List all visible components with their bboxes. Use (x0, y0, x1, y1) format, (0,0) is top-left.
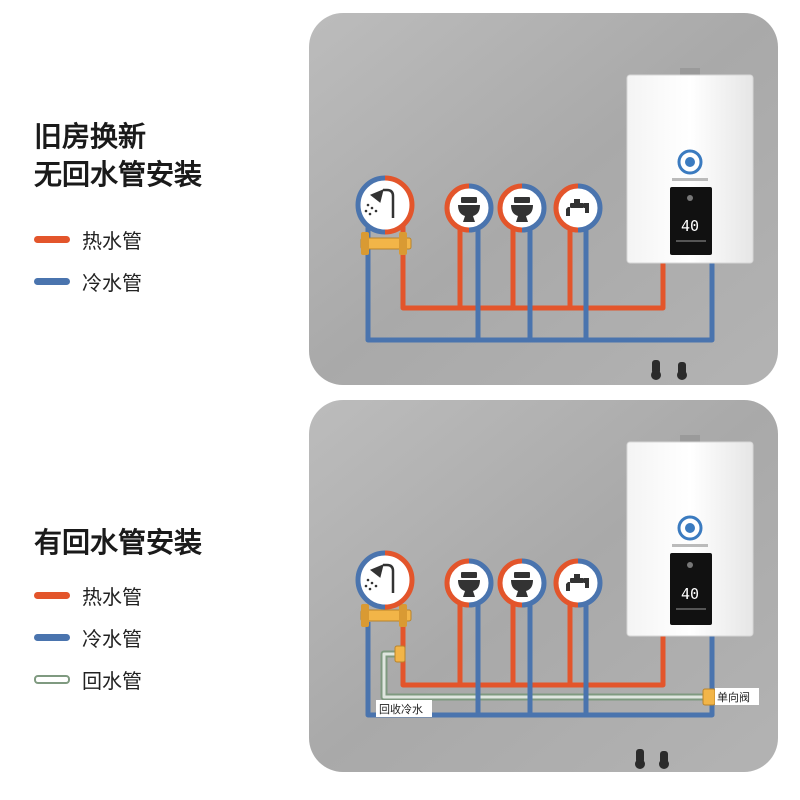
faucet-icon (566, 199, 589, 216)
panel-no-return: 旧房换新 无回水管安装 热水管 冷水管 (34, 13, 778, 385)
shower-icon (364, 188, 395, 218)
legend: 热水管 冷水管 回水管 (34, 574, 142, 700)
piping-diagram: 回收冷水 单向阀 40 (309, 400, 778, 772)
fixture-toilet (497, 183, 547, 233)
return-tee (394, 645, 406, 663)
return-pipe (380, 650, 706, 701)
legend-label: 热水管 (82, 584, 142, 609)
return-cold-label: 回收冷水 (379, 702, 423, 716)
toilet-icon (511, 197, 533, 222)
wall-valves (635, 749, 669, 769)
legend-label: 回水管 (82, 668, 142, 693)
fixture-toilet (444, 183, 494, 233)
legend-item-return: 回水管 (34, 658, 142, 700)
check-valve-label-box (715, 688, 759, 705)
piping-diagram: 40 (309, 13, 778, 385)
heater-display-value: 40 (681, 217, 699, 235)
panel-title: 旧房换新 无回水管安装 (34, 118, 202, 194)
legend-swatch-return (34, 674, 70, 684)
hot-main-pipe (400, 222, 666, 311)
heater-display-panel (670, 553, 712, 625)
toilet-icon (458, 197, 480, 222)
heater-display-value: 40 (681, 585, 699, 603)
title-line-2: 无回水管安装 (34, 157, 203, 191)
faucet-icon (566, 574, 589, 591)
cold-main-pipe (365, 222, 715, 343)
check-valve-label: 单向阀 (717, 690, 750, 704)
wall-valves (651, 360, 687, 380)
legend-label: 冷水管 (82, 270, 142, 295)
water-heater: 40 (626, 68, 754, 264)
fixture-shower (355, 550, 415, 610)
heater-display-panel (670, 187, 712, 255)
legend-item-hot: 热水管 (34, 218, 142, 260)
toilet-icon (511, 572, 533, 597)
shower-icon (364, 563, 395, 593)
title-line-1: 旧房换新 (34, 120, 147, 153)
toilet-icon (458, 572, 480, 597)
fixture-faucet (553, 183, 603, 233)
legend-swatch-hot (34, 235, 70, 243)
legend-label: 冷水管 (82, 626, 142, 651)
legend: 热水管 冷水管 (34, 218, 142, 302)
fixture-toilet (497, 558, 547, 608)
check-valve (702, 688, 716, 706)
fixture-shower (355, 175, 415, 235)
legend-item-cold: 冷水管 (34, 616, 142, 658)
shower-mixing-valve (360, 232, 412, 255)
panel-title: 有回水管安装 (34, 524, 202, 562)
legend-item-cold: 冷水管 (34, 260, 142, 302)
legend-swatch-hot (34, 591, 70, 599)
legend-item-hot: 热水管 (34, 574, 142, 616)
water-heater: 40 (626, 435, 754, 637)
panel-with-return: 有回水管安装 热水管 冷水管 回水管 (0, 400, 800, 800)
legend-label: 热水管 (82, 228, 142, 253)
title-line-1: 有回水管安装 (34, 526, 203, 559)
legend-swatch-cold (34, 277, 70, 285)
shower-mixing-valve (360, 604, 412, 627)
cold-main-pipe (365, 622, 715, 718)
legend-swatch-cold (34, 633, 70, 641)
fixture-toilet (444, 558, 494, 608)
fixture-faucet (553, 558, 603, 608)
return-label-box (376, 700, 432, 717)
